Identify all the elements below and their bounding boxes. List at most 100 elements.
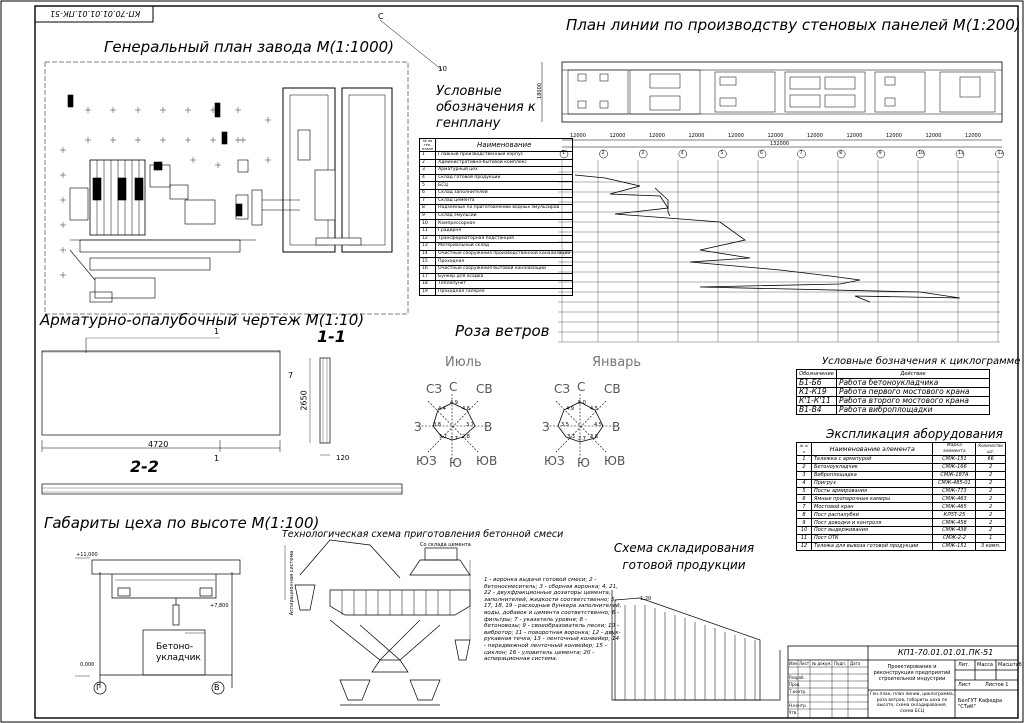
axis-label: 8	[839, 151, 843, 156]
line-plan-dim-total: 132000	[770, 141, 790, 147]
eq-name: Мостовой кран	[810, 502, 934, 512]
eq-qty: 1	[975, 533, 1006, 543]
title-block	[787, 645, 1019, 719]
wind-january-value: 3.8	[590, 434, 598, 440]
wind-july-title: Июль	[445, 355, 482, 370]
axis-circle	[876, 149, 886, 159]
eq-name: Виброплощадка	[810, 470, 934, 480]
genplan-name: Очистные сооружения бытовой канализации	[435, 264, 574, 274]
eq-num: 12	[796, 541, 812, 551]
eq-qty: 2	[975, 494, 1006, 504]
eq-num: 4	[796, 478, 812, 488]
section-mark-top: 1	[214, 327, 220, 336]
wind-july-dir-label: З	[414, 420, 422, 434]
genplan-name: Склад заполнителей	[435, 188, 574, 198]
wind-july-dir-label: В	[484, 420, 493, 434]
wind-july-dir-label: СЗ	[426, 382, 443, 396]
eq-num: 6	[796, 494, 812, 504]
inner-frame	[34, 5, 1019, 719]
stamp-role: Изм.	[789, 661, 799, 666]
shop-heights-title: Габариты цеха по высоте М(1:100)	[44, 514, 320, 532]
eq-qty: 66	[975, 455, 1006, 464]
wind-january-dir-label: СЗ	[554, 382, 571, 396]
eq-mark: СМЖ-2-2	[932, 533, 977, 543]
genplan-name: Материальный склад	[435, 242, 574, 251]
axis-label: 4	[680, 151, 684, 156]
axis-circle	[599, 149, 608, 159]
wind-january-value: 4.5	[594, 422, 602, 428]
genplan-num: 3	[418, 166, 437, 175]
eq-name: Посты армирования	[810, 486, 934, 496]
wind-july-dir-label: Ю	[449, 456, 462, 470]
genplan-name: Теплопункт	[435, 280, 574, 289]
wind-july-value: 3.2	[439, 434, 447, 440]
armature-title: Арматурно-опалубочный чертеж М(1:10)	[40, 311, 365, 329]
stamp-stage: Лит.	[958, 662, 970, 668]
wind-january-dir-label: СВ	[604, 382, 621, 396]
axis-label: 7	[799, 151, 803, 156]
concrete-scheme-title: Технологическая схема приготовления бето…	[282, 529, 564, 540]
genplan-name: Проходная галерея	[435, 287, 574, 297]
general-plan-title: Генеральный план завода М(1:1000)	[104, 38, 395, 56]
eq-qty: 2	[975, 510, 1006, 520]
eq-num: 9	[796, 518, 812, 528]
eq-mark: СМЖ-465	[932, 502, 977, 512]
genplan-num: 4	[418, 173, 437, 183]
eq-mark: СМЖ-151	[932, 541, 977, 551]
equipment-table: № п/п Наименование элемента Марка элемен…	[796, 442, 1006, 551]
stamp-role: Т.контр.	[789, 689, 807, 694]
stamp-org: БелГУТ Кафедра "СТиК"	[958, 698, 1003, 710]
eq-col-mark: Марка элемента	[932, 442, 977, 456]
genplan-name: Надземные по приготовлению водных эмульс…	[435, 204, 574, 213]
genplan-name: Проходная	[435, 257, 574, 266]
wind-july-value: 2.8	[462, 434, 470, 440]
eq-mark: СМЖ-773	[932, 486, 977, 496]
eq-qty: 3 комп.	[975, 541, 1006, 551]
wind-january-value: 4.9	[566, 406, 574, 412]
stamp-scale: Масштаб	[998, 662, 1022, 668]
axis-circle	[836, 149, 846, 159]
eq-col-qty: Количество шт.	[975, 442, 1006, 456]
explication-title: Экспликация аборудования	[826, 427, 1003, 441]
section-1-1: 1-1	[317, 327, 346, 346]
genplan-num: 15	[418, 257, 437, 266]
genplan-num: 16	[418, 264, 437, 274]
wind-january-dir-label: ЮВ	[604, 454, 626, 468]
eq-mark: СМЖ-151	[932, 455, 977, 464]
genplan-name: Арматурный цех	[435, 166, 574, 175]
axis-circle	[995, 149, 1004, 159]
genplan-num: 14	[418, 249, 437, 259]
wind-july-value: 4.9	[450, 400, 458, 406]
axis-label: 11	[958, 151, 964, 156]
genplan-num: 17	[418, 272, 437, 282]
wind-january-value: 5.0	[578, 400, 586, 406]
section-2-2: 2-2	[130, 457, 159, 476]
genplan-num: 6	[418, 188, 437, 198]
armature-thickness: 120	[336, 454, 350, 462]
axis-label: 5	[720, 151, 724, 156]
eq-num: 10	[796, 526, 812, 535]
genplan-name: Бункер для осадка	[435, 272, 574, 282]
genplan-num: 7	[418, 196, 437, 206]
axis-circle	[678, 149, 688, 159]
wind-july-dir-label: С	[449, 380, 458, 394]
span-label: 12000	[649, 133, 665, 139]
height-mid: +7,800	[210, 603, 229, 609]
genplan-num: 19	[418, 287, 437, 297]
axis-label: 12	[997, 151, 1004, 156]
span-label: 12000	[846, 133, 863, 139]
axis-circle	[757, 149, 767, 159]
concrete-scheme-drawing	[284, 539, 471, 706]
eq-mark: СМЖ-166	[932, 462, 977, 472]
